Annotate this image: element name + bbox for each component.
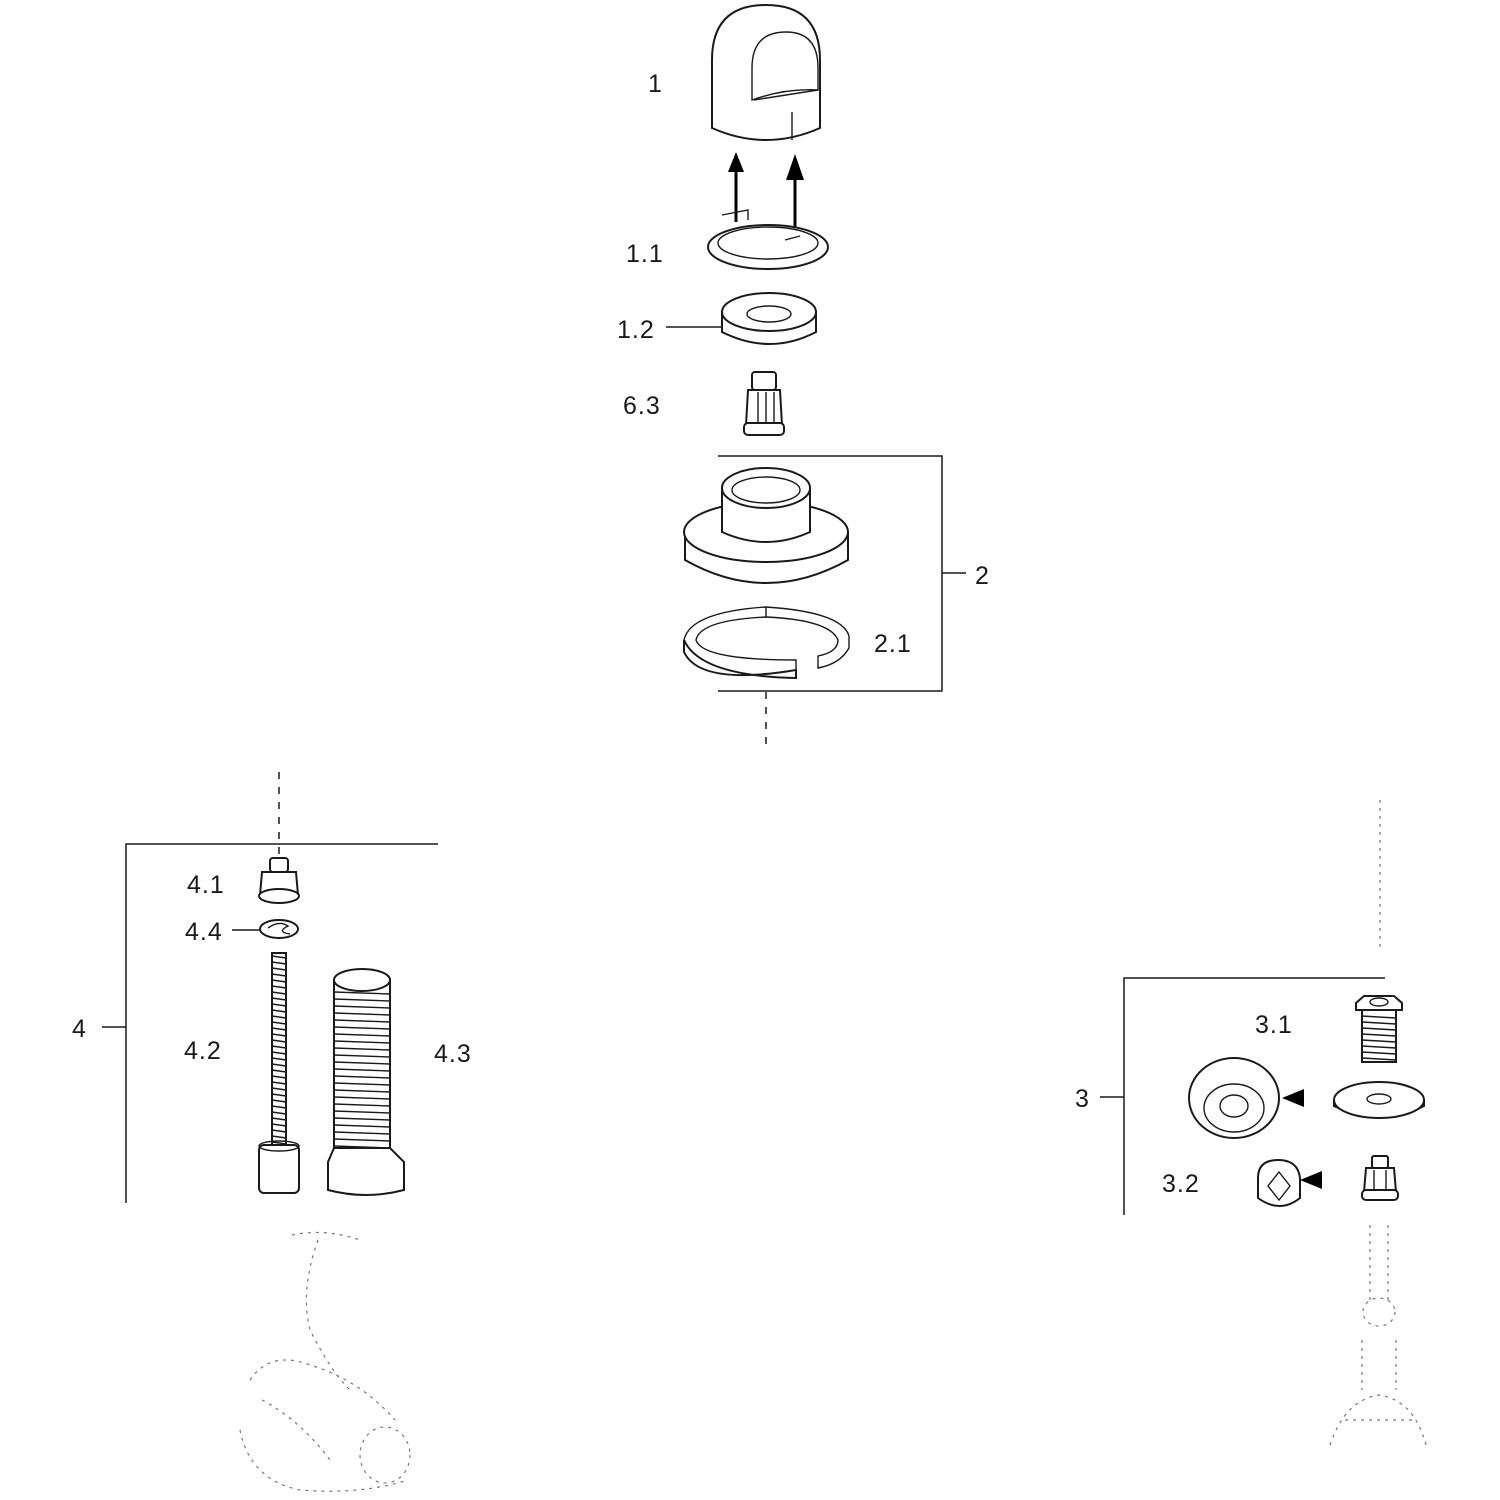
callout-4: 4 (72, 1015, 87, 1043)
arrow-icon (1282, 1089, 1304, 1107)
part-3-small-adapter[interactable] (1361, 1155, 1399, 1201)
group-4-bracket (125, 843, 438, 1203)
callout-6-3: 6.3 (623, 392, 661, 420)
callout-4-3: 4.3 (434, 1040, 472, 1068)
part-1-handle-cap[interactable] (711, 3, 821, 141)
part-4-3-bolt[interactable] (327, 968, 405, 1196)
callout-1-1: 1.1 (626, 240, 664, 268)
callout-2: 2 (975, 562, 990, 590)
part-2-1-split-ring[interactable] (683, 606, 850, 680)
arrow-icon (1300, 1171, 1322, 1189)
callout-1-2: 1.2 (617, 316, 655, 344)
part-3-1-threaded-insert[interactable] (1355, 995, 1403, 1063)
part-3-flat-washer[interactable] (1333, 1081, 1425, 1119)
callout-4-2: 4.2 (184, 1037, 222, 1065)
callout-3-1: 3.1 (1255, 1011, 1293, 1039)
valve-ghost-outline (1329, 1225, 1427, 1446)
part-6-3-splined-adapter[interactable] (743, 371, 785, 436)
part-2-flange[interactable] (683, 467, 849, 584)
callout-1: 1 (648, 70, 663, 98)
part-4-2-screw[interactable] (258, 952, 300, 1194)
callout-3: 3 (1075, 1085, 1090, 1113)
part-3-2-cap-nut[interactable] (1257, 1158, 1301, 1207)
callout-4-4: 4.4 (185, 918, 223, 946)
callout-2-1: 2.1 (874, 630, 912, 658)
part-4-1-nut[interactable] (258, 857, 300, 904)
part-1-2-washer[interactable] (721, 292, 817, 345)
part-1-1-retaining-ring[interactable] (707, 209, 829, 270)
faucet-ghost-outline (239, 1231, 411, 1492)
part-3-rosette[interactable] (1188, 1057, 1280, 1139)
callout-3-2: 3.2 (1162, 1170, 1200, 1198)
callout-4-1: 4.1 (187, 871, 225, 899)
part-4-4-spring-washer[interactable] (259, 919, 299, 939)
group-3-bracket (1123, 977, 1385, 1215)
arrow-icon (728, 152, 744, 222)
